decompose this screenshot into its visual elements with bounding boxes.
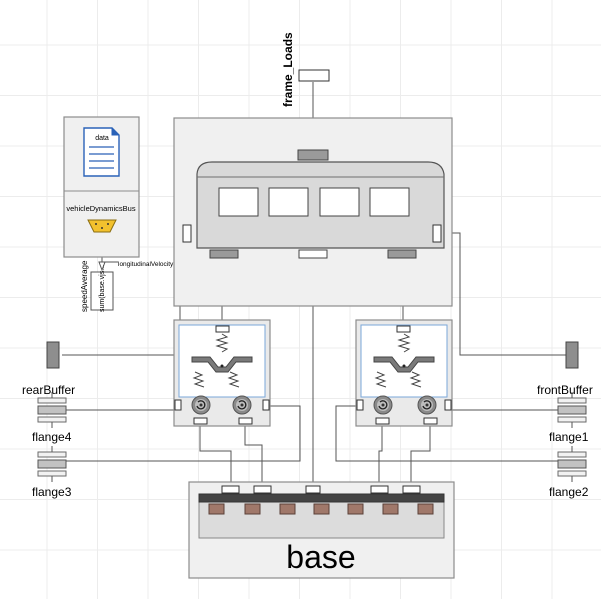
speed-average-label: speedAverage <box>80 260 89 312</box>
carbody-window <box>319 187 360 217</box>
data-label: data <box>95 135 109 142</box>
front-bogie-top-port[interactable] <box>396 325 411 333</box>
speed-average-block[interactable] <box>90 261 114 311</box>
carbody[interactable] <box>182 149 445 259</box>
base-port[interactable] <box>253 485 272 494</box>
bus-connector-icon[interactable] <box>87 219 117 233</box>
wheel-icon <box>373 395 393 415</box>
rear-bogie-top-port[interactable] <box>215 325 230 333</box>
rear-buffer-label: rearBuffer <box>22 383 75 397</box>
rear-bogie-bottom-port[interactable] <box>238 417 253 425</box>
carbody-left-coupling[interactable] <box>182 224 192 243</box>
wheel-icon <box>417 395 437 415</box>
base-sleeper <box>347 503 364 515</box>
rear-bogie-bottom-port[interactable] <box>193 417 208 425</box>
carbody-bottom-port-left[interactable] <box>209 249 239 259</box>
base-sleeper <box>417 503 434 515</box>
flange3-connector[interactable] <box>37 445 67 483</box>
front-buffer[interactable] <box>565 341 579 369</box>
speed-average-expression: sum(base.vjs... <box>99 265 106 312</box>
carbody-top-port[interactable] <box>297 149 329 161</box>
frame-loads-label: frame_Loads <box>281 32 295 107</box>
wheel-icon <box>191 395 211 415</box>
flange1-connector[interactable] <box>557 391 587 429</box>
flange4-connector[interactable] <box>37 391 67 429</box>
front-bogie-bottom-port[interactable] <box>423 417 438 425</box>
wheel-icon <box>232 395 252 415</box>
flange4-label: flange4 <box>32 430 72 444</box>
flange3-label: flange3 <box>32 485 72 499</box>
rear-bogie[interactable] <box>173 319 271 427</box>
front-bogie[interactable] <box>355 319 453 427</box>
carbody-window <box>218 187 259 217</box>
base-port[interactable] <box>370 485 389 494</box>
carbody-right-coupling[interactable] <box>432 224 442 243</box>
front-bogie-left-port[interactable] <box>356 399 364 411</box>
base-label: base <box>286 539 355 575</box>
bus-label: vehicleDynamicsBus <box>66 204 135 213</box>
carbody-bottom-port-right[interactable] <box>387 249 417 259</box>
front-bogie-bottom-port[interactable] <box>375 417 390 425</box>
carbody-bottom-port-center[interactable] <box>298 249 328 259</box>
rear-buffer[interactable] <box>46 341 60 369</box>
longitudinal-velocity-label: longitudinalVelocity <box>118 261 174 268</box>
base-port[interactable] <box>402 485 421 494</box>
rear-bogie-right-port[interactable] <box>262 399 270 411</box>
data-bus-panel[interactable]: data vehicleDynamicsBus <box>63 116 140 258</box>
front-buffer-label: frontBuffer <box>537 383 593 397</box>
flange2-label: flange2 <box>549 485 589 499</box>
data-record-icon[interactable] <box>83 127 120 177</box>
base-sleeper <box>244 503 261 515</box>
base-block[interactable] <box>188 481 455 579</box>
base-port[interactable] <box>305 485 321 494</box>
carbody-window <box>369 187 410 217</box>
frame-loads-connector[interactable] <box>298 69 330 82</box>
base-port[interactable] <box>221 485 240 494</box>
rear-bogie-left-port[interactable] <box>174 399 182 411</box>
base-sleeper <box>382 503 399 515</box>
front-bogie-right-port[interactable] <box>444 399 452 411</box>
flange1-label: flange1 <box>549 430 589 444</box>
base-sleeper <box>279 503 296 515</box>
base-sleeper <box>208 503 225 515</box>
base-sleeper <box>313 503 330 515</box>
flange2-connector[interactable] <box>557 445 587 483</box>
carbody-window <box>268 187 309 217</box>
